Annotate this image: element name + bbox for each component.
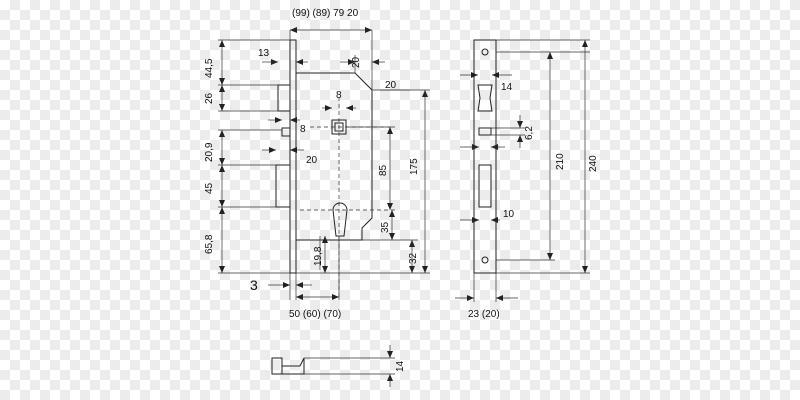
deadbolt-slot xyxy=(478,164,492,208)
dim-8-top-label: 8 xyxy=(336,90,342,101)
screw-hole-bottom xyxy=(481,256,489,264)
cylinder-hole xyxy=(332,202,348,237)
dim-20-top-label: 20 xyxy=(351,56,362,68)
dim-175-label: 175 xyxy=(409,158,420,175)
bolt-detail-head xyxy=(271,357,283,375)
dim-14-face-label: 14 xyxy=(501,82,513,93)
faceplate-front-view xyxy=(473,39,497,274)
dim-14-bolt-label: 14 xyxy=(395,360,406,372)
bottom-backsets-label: 50 (60) (70) xyxy=(289,309,341,320)
latch-opening xyxy=(477,84,493,112)
dim-240-label: 240 xyxy=(588,155,599,172)
dim-20-9-label: 20,9 xyxy=(204,142,215,162)
dim-6-2-label: 6,2 xyxy=(524,126,535,140)
bolt-detail-body xyxy=(282,357,305,375)
dim-10-label: 10 xyxy=(503,209,515,220)
dead-bolt xyxy=(275,164,291,208)
latch-bolt xyxy=(277,84,291,112)
dim-44-5-label: 44,5 xyxy=(204,58,215,78)
dim-85-label: 85 xyxy=(378,164,389,176)
dim-45-label: 45 xyxy=(204,182,215,194)
dim-35-label: 35 xyxy=(380,221,391,233)
dim-32-label: 32 xyxy=(408,252,419,264)
dim-210-label: 210 xyxy=(555,153,566,170)
dim-26-label: 26 xyxy=(204,92,215,104)
screw-hole-top xyxy=(481,48,489,56)
top-backsets-label: (99) (89) 79 20 xyxy=(292,8,359,19)
bolt-detail-view xyxy=(271,345,395,387)
dim-3-label: 3 xyxy=(250,277,258,293)
faceplate-width-label: 23 (20) xyxy=(468,309,500,320)
dim-65-8-label: 65,8 xyxy=(204,234,215,254)
dim-20-mid-label: 20 xyxy=(306,155,318,166)
forend-plate xyxy=(289,39,297,274)
dim-19-8-label: 19,8 xyxy=(313,246,324,266)
dim-20-right-label: 20 xyxy=(385,80,397,91)
faceplate xyxy=(473,39,497,274)
dim-8-side-label: 8 xyxy=(300,124,306,135)
dim-13-label: 13 xyxy=(258,48,270,59)
small-slot xyxy=(478,127,492,136)
small-bolt xyxy=(281,127,291,137)
